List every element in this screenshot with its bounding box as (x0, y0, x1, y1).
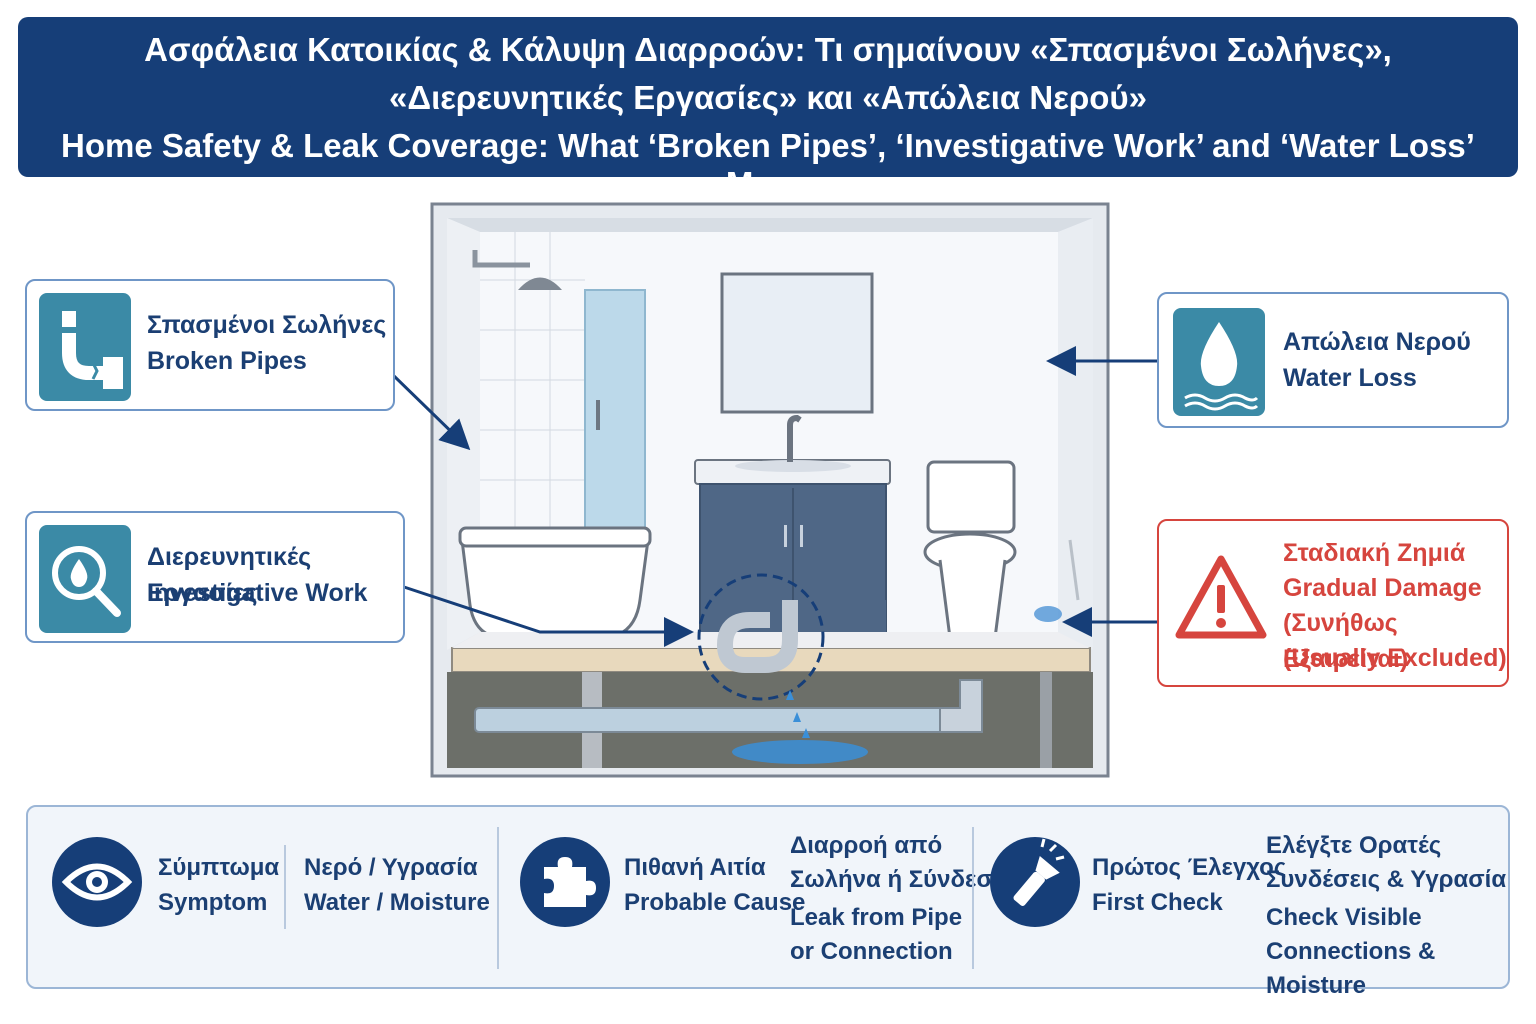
arrow-broken-pipes (392, 374, 471, 451)
p-trap (716, 600, 798, 673)
title-english: Home Safety & Leak Coverage: What ‘Broke… (61, 127, 1475, 202)
bathtub (460, 538, 650, 640)
damp-stain (1034, 606, 1062, 622)
section-divider (497, 827, 499, 969)
drain-pipe (474, 707, 956, 733)
leak-highlight-circle (697, 573, 825, 701)
faucet (787, 414, 802, 462)
gradual-damage-note-english: (Usually Excluded) (1283, 644, 1507, 672)
broken-pipe-icon (39, 293, 131, 401)
cause-value-greek-2: Σωλήνα ή Σύνδεση (790, 866, 1008, 893)
callout-water-loss: Απώλεια Νερού Water Loss (1157, 292, 1509, 428)
water-puddle (732, 740, 868, 764)
title-greek-line2: «Διερευνητικές Εργασίες» και «Απώλεια Νε… (389, 79, 1147, 116)
check-value-greek-1: Ελέγξτε Ορατές (1266, 832, 1442, 859)
gradual-damage-english: Gradual Damage (1283, 574, 1482, 602)
symptom-value-english: Water / Moisture (304, 889, 490, 916)
symptom-label-greek: Σύμπτωμα (158, 854, 280, 881)
investigative-work-english: Investigative Work (147, 579, 368, 607)
check-value-english-2: Connections & Moisture (1266, 938, 1436, 999)
callout-investigative-work: Διερευνητικές Εργασίες Investigative Wor… (25, 511, 405, 643)
callout-gradual-damage: Σταδιακή Ζημιά Gradual Damage (Συνήθως Ε… (1157, 519, 1509, 687)
symptom-value-greek: Νερό / Υγρασία (304, 854, 478, 881)
symptom-label-english: Symptom (158, 889, 268, 916)
check-label-english: First Check (1092, 889, 1223, 916)
shower-pipe (472, 250, 530, 268)
eye-icon (52, 837, 142, 927)
shower-glass (584, 289, 646, 541)
callout-broken-pipes: Σπασμένοι Σωλήνες Broken Pipes (25, 279, 395, 411)
cause-label-greek: Πιθανή Αιτία (624, 854, 766, 881)
title-banner: Ασφάλεια Κατοικίας & Κάλυψη Διαρροών: Τι… (18, 17, 1518, 202)
flashlight-icon (990, 837, 1080, 927)
water-loss-greek: Απώλεια Νερού (1283, 328, 1471, 356)
investigative-work-greek: Διερευνητικές Εργασίες (147, 543, 312, 607)
gradual-damage-note-greek: (Συνήθως Εξαιρείται) (1283, 609, 1409, 673)
section-divider (972, 827, 974, 969)
title-greek-line1: Ασφάλεια Κατοικίας & Κάλυψη Διαρροών: Τι… (144, 31, 1392, 68)
cause-value-greek-1: Διαρροή από (790, 832, 943, 859)
warning-triangle-icon (1173, 549, 1269, 645)
cause-label-english: Probable Cause (624, 889, 806, 916)
arrow-investigative-work (403, 585, 694, 647)
cause-value-english-1: Leak from Pipe (790, 904, 963, 931)
check-value-greek-2: Συνδέσεις & Υγρασία (1266, 866, 1507, 893)
check-value-english-1: Check Visible (1266, 904, 1422, 931)
water-loss-english: Water Loss (1283, 364, 1417, 392)
divider (284, 845, 286, 929)
shower-head (518, 277, 562, 290)
water-drop-icon (1173, 308, 1265, 416)
summary-panel: Σύμπτωμα Symptom Νερό / Υγρασία Water / … (26, 805, 1510, 999)
toilet-tank (926, 460, 1016, 534)
magnifier-drop-icon (39, 525, 131, 633)
broken-pipes-english: Broken Pipes (147, 347, 307, 375)
mirror (720, 272, 874, 414)
cause-value-english-2: or Connection (790, 938, 953, 965)
gradual-damage-greek: Σταδιακή Ζημιά (1283, 539, 1466, 567)
puzzle-icon (520, 837, 610, 927)
broken-pipes-greek: Σπασμένοι Σωλήνες (147, 311, 387, 339)
check-label-greek: Πρώτος Έλεγχος (1092, 854, 1287, 881)
